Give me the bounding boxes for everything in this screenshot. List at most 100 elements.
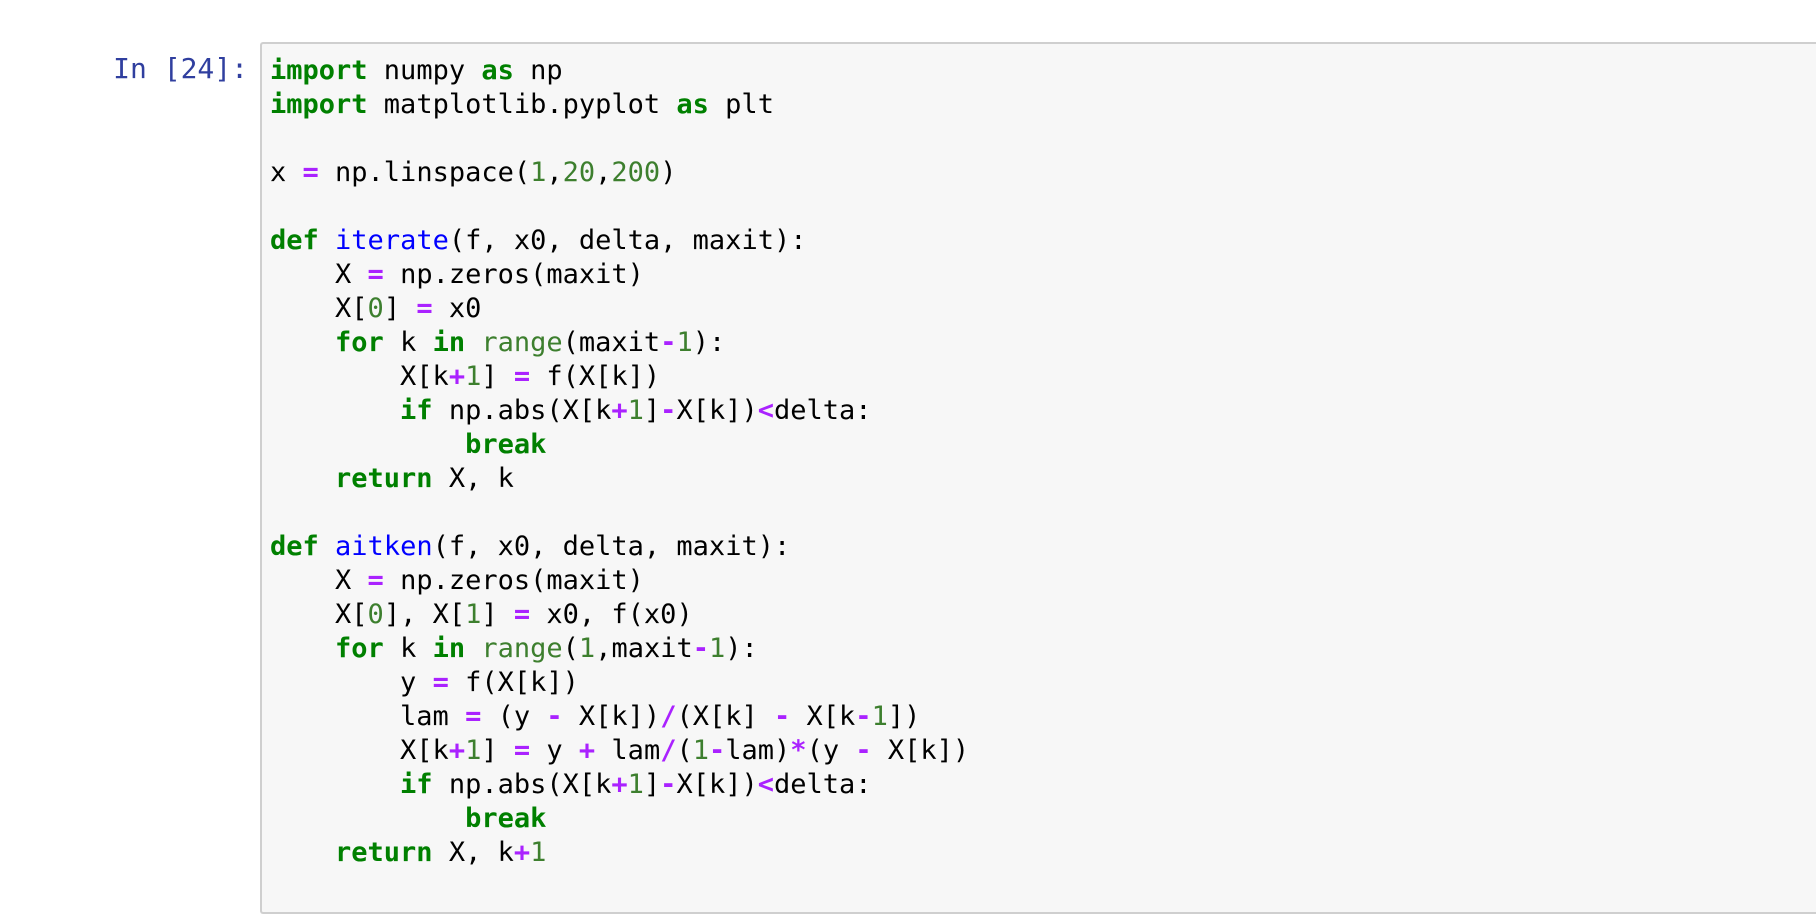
keyword-token: if — [400, 395, 433, 426]
code-line[interactable]: lam = (y - X[k])/(X[k] - X[k-1]) — [270, 700, 969, 734]
code-line[interactable]: X[k+1] = y + lam/(1-lam)*(y - X[k]) — [270, 734, 969, 768]
code-text: ): — [725, 633, 758, 664]
code-text: X[k — [270, 361, 449, 392]
operator-token: = — [367, 565, 384, 596]
code-text: (y — [481, 701, 547, 732]
code-line[interactable]: import matplotlib.pyplot as plt — [270, 88, 969, 122]
code-text: k — [383, 633, 433, 664]
number-token: 1 — [578, 633, 596, 664]
code-line[interactable]: X[0] = x0 — [270, 292, 969, 326]
code-line[interactable]: return X, k — [270, 462, 969, 496]
code-text: X, k — [432, 837, 514, 868]
code-text: lam — [270, 701, 466, 732]
keyword-token: import — [270, 55, 368, 86]
code-text: X[k]) — [871, 735, 970, 766]
code-text: X — [270, 565, 368, 596]
code-text: (y — [806, 735, 856, 766]
operator-token: * — [790, 735, 807, 766]
number-token: 1 — [871, 701, 888, 732]
number-token: 1 — [530, 157, 547, 188]
number-token: 1 — [709, 633, 726, 664]
code-text: np.zeros(maxit) — [383, 259, 644, 290]
operator-token: = — [302, 157, 319, 188]
operator-token: - — [774, 701, 791, 732]
code-line[interactable]: break — [270, 428, 969, 462]
number-token: 0 — [367, 293, 384, 324]
code-text: ) — [660, 157, 677, 188]
code-line[interactable]: for k in range(1,maxit-1): — [270, 632, 969, 666]
code-text: ] — [643, 769, 661, 800]
code-line[interactable]: X[k+1] = f(X[k]) — [270, 360, 969, 394]
code-line[interactable]: if np.abs(X[k+1]-X[k])<delta: — [270, 768, 969, 802]
operator-token: - — [660, 327, 677, 358]
code-text — [270, 837, 335, 868]
code-text: np.abs(X[k — [432, 395, 612, 426]
operator-token: = — [416, 293, 433, 324]
number-token: 1 — [676, 327, 693, 358]
code-text: X[k]) — [676, 769, 758, 800]
code-text: k — [383, 327, 433, 358]
operator-token: = — [513, 599, 531, 630]
code-line[interactable]: if np.abs(X[k+1]-X[k])<delta: — [270, 394, 969, 428]
operator-token: + — [611, 769, 628, 800]
number-token: 1 — [465, 735, 482, 766]
builtin-token: range — [481, 633, 563, 664]
code-text: delta: — [773, 395, 872, 426]
code-text: X — [270, 259, 368, 290]
operator-token: + — [448, 361, 466, 392]
code-text: (f, x0, delta, maxit): — [432, 531, 791, 562]
code-line[interactable]: import numpy as np — [270, 54, 969, 88]
code-line[interactable]: y = f(X[k]) — [270, 666, 969, 700]
code-text: np.abs(X[k — [432, 769, 612, 800]
code-line[interactable]: break — [270, 802, 969, 836]
code-line[interactable]: x = np.linspace(1,20,200) — [270, 156, 969, 190]
keyword-token: as — [481, 55, 514, 86]
code-text — [270, 769, 400, 800]
code-text: f(X[k]) — [530, 361, 661, 392]
code-text: , — [595, 157, 612, 188]
code-line[interactable] — [270, 496, 969, 530]
keyword-token: def — [270, 531, 319, 562]
operator-token: < — [757, 769, 774, 800]
code-line[interactable] — [270, 870, 969, 904]
code-line[interactable]: X[0], X[1] = x0, f(x0) — [270, 598, 969, 632]
keyword-token: if — [400, 769, 433, 800]
operator-token: + — [578, 735, 596, 766]
code-line[interactable]: def iterate(f, x0, delta, maxit): — [270, 224, 969, 258]
operator-token: = — [513, 735, 531, 766]
keyword-token: for — [335, 633, 384, 664]
keyword-token: in — [432, 633, 466, 664]
code-text: f(X[k]) — [448, 667, 579, 698]
code-line[interactable]: X = np.zeros(maxit) — [270, 564, 969, 598]
code-line[interactable] — [270, 190, 969, 224]
code-text: X[k — [790, 701, 856, 732]
operator-token: / — [660, 735, 677, 766]
number-token: 1 — [692, 735, 709, 766]
operator-token: + — [513, 837, 531, 868]
code-line[interactable] — [270, 122, 969, 156]
code-line[interactable]: X = np.zeros(maxit) — [270, 258, 969, 292]
code-text: lam — [595, 735, 661, 766]
operator-token: - — [660, 769, 677, 800]
number-token: 200 — [611, 157, 661, 188]
operator-token: - — [855, 701, 872, 732]
number-token: 20 — [562, 157, 596, 188]
number-token: 1 — [465, 361, 482, 392]
code-text: np.linspace( — [318, 157, 531, 188]
code-line[interactable]: for k in range(maxit-1): — [270, 326, 969, 360]
code-line[interactable]: return X, k+1 — [270, 836, 969, 870]
code-text: X, k — [432, 463, 514, 494]
code-text: X[ — [270, 293, 368, 324]
operator-token: / — [660, 701, 677, 732]
code-line[interactable]: def aitken(f, x0, delta, maxit): — [270, 530, 969, 564]
operator-token: + — [611, 395, 628, 426]
code-text: ] — [643, 395, 661, 426]
code-text: ( — [562, 633, 579, 664]
operator-token: + — [448, 735, 466, 766]
operator-token: - — [546, 701, 563, 732]
keyword-token: break — [465, 803, 547, 834]
operator-token: = — [432, 667, 449, 698]
